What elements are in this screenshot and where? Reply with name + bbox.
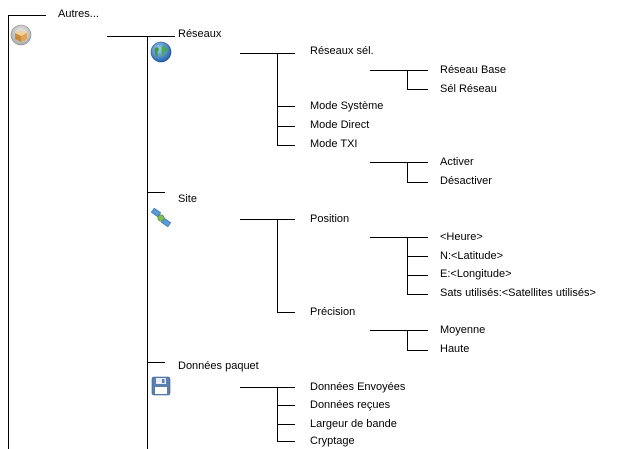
reseau-base-label: Réseau Base bbox=[440, 64, 507, 76]
donnees-envoyees-label: Données Envoyées bbox=[310, 381, 406, 393]
mode-txi-label: Mode TXI bbox=[310, 138, 358, 150]
site-label: Site bbox=[178, 193, 197, 205]
moyenne-label: Moyenne bbox=[440, 324, 486, 336]
donnees-paquet-label: Données paquet bbox=[178, 360, 259, 372]
position-label: Position bbox=[310, 213, 350, 225]
sats-utilises-label: Sats utilisés:<Satellites utilisés> bbox=[440, 287, 596, 299]
root-label: Autres... bbox=[58, 8, 99, 20]
floppy-disk-icon bbox=[150, 375, 172, 397]
haute-label: Haute bbox=[440, 343, 470, 355]
box-icon bbox=[10, 24, 32, 46]
cryptage-label: Cryptage bbox=[310, 435, 355, 447]
heure-label: <Heure> bbox=[440, 231, 483, 243]
latitude-label: N:<Latitude> bbox=[440, 250, 503, 262]
largeur-de-bande-label: Largeur de bande bbox=[310, 418, 397, 430]
activer-label: Activer bbox=[440, 156, 474, 168]
mode-systeme-label: Mode Système bbox=[310, 100, 384, 112]
donnees-recues-label: Données reçues bbox=[310, 399, 391, 411]
precision-label: Précision bbox=[310, 306, 356, 318]
sel-reseau-label: Sél Réseau bbox=[440, 83, 497, 95]
reseaux-sel-label: Réseaux sél. bbox=[310, 45, 374, 57]
globe-icon bbox=[150, 41, 172, 63]
desactiver-label: Désactiver bbox=[440, 175, 492, 187]
mode-direct-label: Mode Direct bbox=[310, 119, 370, 131]
reseaux-label: Réseaux bbox=[178, 28, 222, 40]
satellite-icon bbox=[150, 207, 172, 229]
longitude-label: E:<Longitude> bbox=[440, 268, 512, 280]
